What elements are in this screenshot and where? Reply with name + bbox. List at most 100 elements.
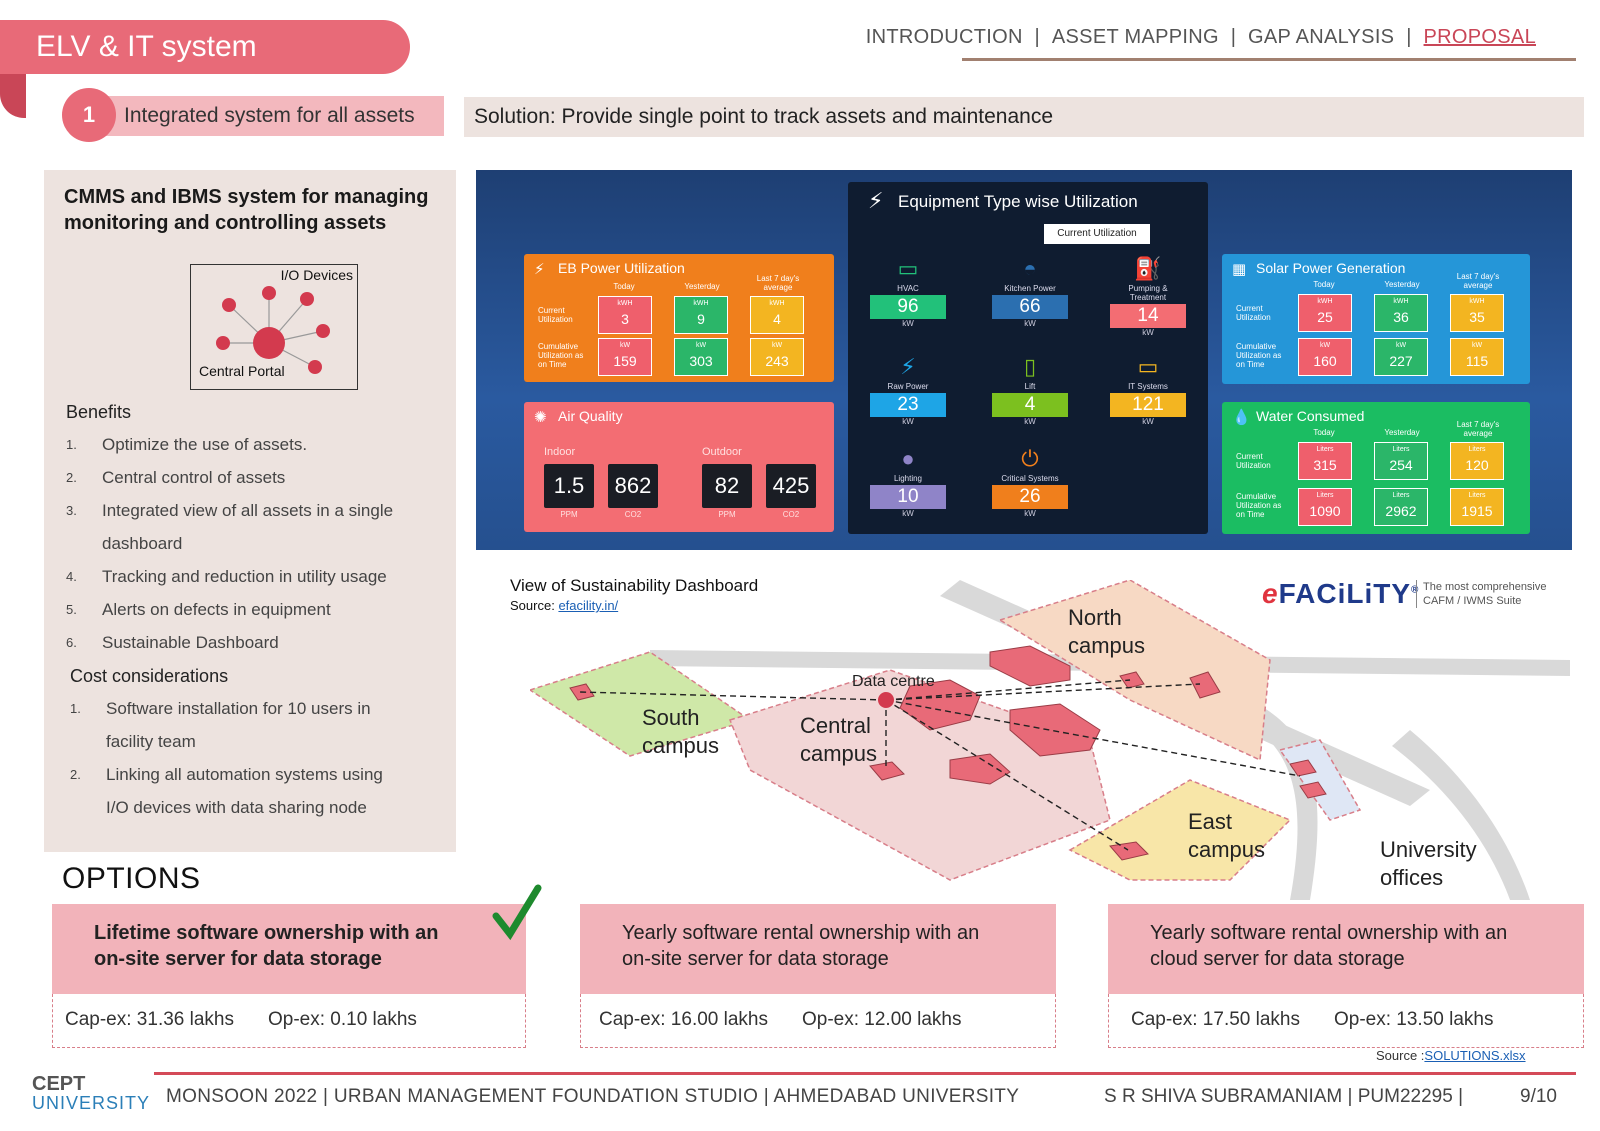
option-title: Yearly software rental ownership with an… [580,904,1056,994]
cost-heading: Cost considerations [70,666,229,686]
aq-unit: PPM [560,510,578,519]
pump-icon: ⛽ [1134,256,1162,281]
equipment-raw-power: ⚡ Raw Power 23 kW [870,352,946,426]
list-item: 2.Central control of assets [66,468,286,487]
network-links [579,679,1301,851]
solutions-file-link[interactable]: SOLUTIONS.xlsx [1424,1048,1526,1063]
col-header: Today [1313,280,1335,289]
aq-unit: PPM [718,510,736,519]
nav-separator: | [1034,26,1041,48]
current-utilization-badge: Current Utilization [1044,224,1150,244]
io-devices-diagram: I/O Devices Central Portal [190,264,358,390]
list-item: 4.Tracking and reduction in utility usag… [66,567,387,586]
list-item: 6.Sustainable Dashboard [66,633,279,652]
row-header: Current Utilization [538,306,573,324]
aq-unit: CO2 [782,510,800,519]
water-consumed-card: 💧 Water Consumed Today Yesterday Last 7 … [1222,402,1530,534]
option-title: Lifetime software ownership with an on-s… [52,904,526,994]
list-item: 1.Software installation for 10 users in [70,699,371,718]
solar-panel-icon: ▦ [1232,261,1247,278]
row-header: Current Utilization [1236,452,1271,470]
equipment-kitchen: ◓ Kitchen Power 66 kW [992,254,1068,328]
nav-separator: | [1406,26,1412,48]
option-card-3[interactable]: Yearly software rental ownership with an… [1108,904,1584,1048]
options-heading: OPTIONS [62,862,201,895]
list-item: I/O devices with data sharing node [106,798,367,817]
efacility-link[interactable]: efacility.in/ [558,598,619,613]
row-header: Cumulative Utilization as on Time [1236,342,1282,369]
left-info-panel: CMMS and IBMS system for managing monito… [44,170,456,852]
dashboard-caption: View of Sustainability Dashboard [510,576,759,595]
nav-asset-mapping[interactable]: ASSET MAPPING [1051,26,1219,48]
nav-gap-analysis[interactable]: GAP ANALYSIS [1248,26,1395,48]
campus-map [530,580,1570,900]
equipment-critical: ⏻ Critical Systems 26 kW [992,444,1068,518]
kitchen-cloche-icon: ◓ [1023,256,1037,281]
card-title: Equipment Type wise Utilization [898,192,1138,211]
option-card-1[interactable]: Lifetime software ownership with an on-s… [52,904,526,1048]
aq-tile: 425 [766,464,816,508]
footer-divider [154,1072,1576,1075]
map-label-data-centre: Data centre [852,673,935,690]
equipment-hvac: ▭ HVAC 96 kW [870,254,946,328]
offices-zone [1278,739,1362,821]
col-header: Last 7 day's average [756,274,800,292]
air-quality-card: ✺ Air Quality Indoor Outdoor 1.5 862 82 … [524,402,834,532]
aq-tile: 1.5 [544,464,594,508]
equipment-pumping: ⛽ Pumping & Treatment 14 kW [1110,254,1186,337]
top-navigation: INTRODUCTION | ASSET MAPPING | GAP ANALY… [866,26,1536,49]
nav-introduction[interactable]: INTRODUCTION [865,26,1023,48]
io-devices-label: I/O Devices [280,267,353,283]
option-card-2[interactable]: Yearly software rental ownership with an… [580,904,1056,1048]
nav-proposal[interactable]: PROPOSAL [1423,26,1536,48]
list-item: 2.Linking all automation systems using [70,765,383,784]
card-title: Air Quality [558,408,623,424]
col-header: Yesterday [684,282,720,291]
nav-separator: | [1230,26,1237,48]
list-item: facility team [106,732,196,751]
list-item: 1.Optimize the use of assets. [66,435,308,454]
cost-list: 1.Software installation for 10 users in … [70,692,383,824]
col-header: Today [1313,428,1335,437]
equipment-lift: ▯ Lift 4 kW [992,352,1068,426]
map-label-east: East campus [1188,809,1266,862]
panel-title: CMMS and IBMS system for managing monito… [64,186,429,234]
equipment-lighting: ● Lighting 10 kW [870,444,946,518]
footer-source: Source :SOLUTIONS.xlsx [1376,1048,1526,1063]
power-tower-icon: ⚡ [900,354,916,379]
row-header: Cumulative Utilization as on Time [538,342,584,369]
tower-icon: ⚡ [534,261,545,278]
card-title: Water Consumed [1256,408,1365,424]
col-header: Yesterday [1384,280,1420,289]
col-header: Yesterday [1384,428,1420,437]
benefits-list: 1.Optimize the use of assets. 2.Central … [66,428,393,659]
map-label-north: North campus [1068,605,1146,658]
page-title: ELV & IT system [0,20,410,74]
hub-spoke-graphic [216,286,330,374]
efacility-tagline: The most comprehensive CAFM / IWMS Suite [1416,580,1547,608]
equipment-utilization-card: ⚡ Equipment Type wise Utilization Curren… [848,182,1208,534]
aq-tile: 82 [702,464,752,508]
map-label-central: Central campus [800,713,878,766]
footer-course: MONSOON 2022 | URBAN MANAGEMENT FOUNDATI… [166,1086,1020,1107]
list-item: 3.Integrated view of all assets in a sin… [66,501,394,520]
outdoor-label: Outdoor [702,446,742,458]
section-label: Integrated system for all assets [88,96,444,136]
page-number: 9/10 [1520,1086,1557,1107]
lightning-icon: ⚡ [868,188,884,213]
